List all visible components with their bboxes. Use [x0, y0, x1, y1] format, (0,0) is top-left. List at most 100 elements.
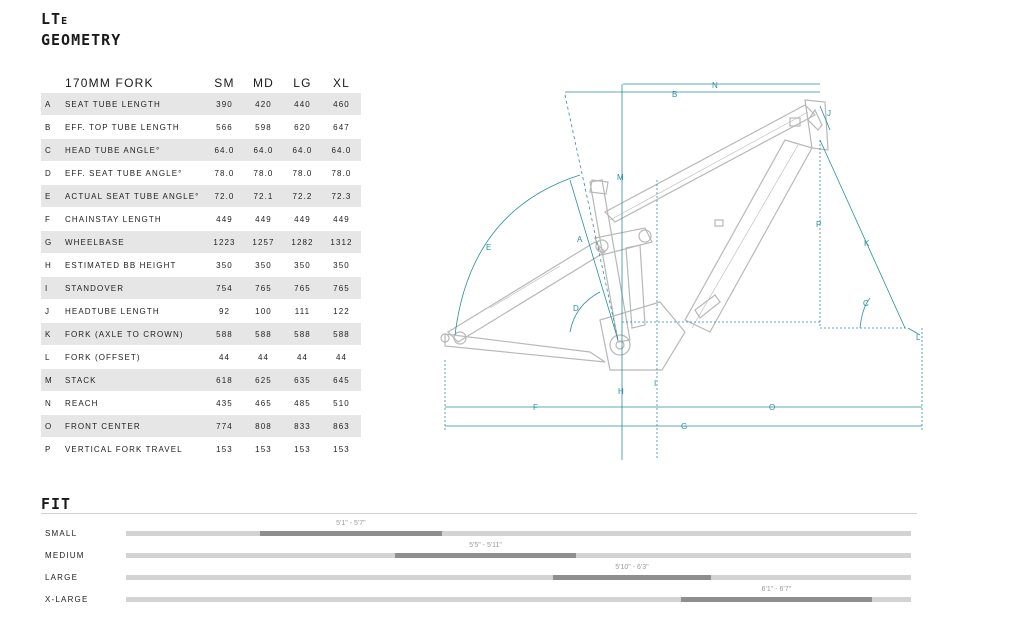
fit-range-label: 5'5" - 5'11" [469, 542, 502, 549]
fit-size-label: MEDIUM [45, 551, 85, 560]
page-title: LTE GEOMETRY [41, 10, 121, 50]
dimension-value: 44 [205, 345, 244, 369]
dimension-code: O [41, 414, 65, 438]
dimension-value: 1312 [322, 230, 361, 254]
dimension-label-f: F [533, 403, 538, 412]
dimension-value: 92 [205, 299, 244, 323]
dimension-label-a: A [577, 235, 583, 244]
dimension-label: FRONT CENTER [65, 414, 205, 438]
dimension-label: SEAT TUBE LENGTH [65, 93, 205, 116]
dimension-value: 510 [322, 391, 361, 415]
dimension-value: 449 [205, 207, 244, 231]
dimension-value: 72.0 [205, 184, 244, 208]
dimension-value: 64.0 [283, 138, 322, 162]
dimension-label: WHEELBASE [65, 230, 205, 254]
size-header: MD [252, 76, 275, 90]
dimension-value: 72.1 [244, 184, 283, 208]
fit-range-bar: 5'1" - 5'7" [260, 520, 442, 536]
fit-divider [41, 513, 917, 514]
dimension-label: CHAINSTAY LENGTH [65, 207, 205, 231]
dimension-label-d: D [573, 304, 579, 313]
size-header: SM [214, 76, 235, 90]
dimension-value: 72.3 [322, 184, 361, 208]
dimension-value: 449 [322, 207, 361, 231]
dimension-value: 449 [244, 207, 283, 231]
dimension-label-l: L [916, 333, 921, 342]
bike-frame-drawing [440, 99, 829, 371]
dimension-value: 44 [283, 345, 322, 369]
bike-geometry-diagram: A B C D E F G H I J K L M N O P [440, 81, 923, 460]
dimension-code: J [41, 299, 65, 323]
dimension-label-o: O [769, 403, 775, 412]
dimension-value: 620 [283, 115, 322, 139]
dimension-value: 64.0 [205, 138, 244, 162]
dimension-code: E [41, 184, 65, 208]
dimension-lines [444, 83, 923, 460]
fit-range-label: 5'1" - 5'7" [336, 520, 366, 527]
fit-track: 5'10" - 6'3" [126, 564, 911, 580]
dimension-code: N [41, 391, 65, 415]
dimension-code: B [41, 115, 65, 139]
dimension-label: STACK [65, 368, 205, 392]
dimension-label: HEAD TUBE ANGLE° [65, 138, 205, 162]
dimension-value: 588 [283, 322, 322, 346]
dimension-value: 765 [283, 276, 322, 300]
dimension-label-m: M [617, 173, 624, 182]
dimension-value: 350 [322, 253, 361, 277]
dimension-code: P [41, 437, 65, 461]
dimension-value: 78.0 [322, 161, 361, 185]
dimension-value: 153 [283, 437, 322, 461]
dimension-label: FORK (OFFSET) [65, 345, 205, 369]
dimension-value: 78.0 [244, 161, 283, 185]
dimension-label: EFF. TOP TUBE LENGTH [65, 115, 205, 139]
dimension-label-b: B [672, 90, 677, 99]
dimension-label: ESTIMATED BB HEIGHT [65, 253, 205, 277]
dimension-value: 350 [283, 253, 322, 277]
title-model: LT [41, 10, 62, 28]
dimension-label-e: E [486, 243, 491, 252]
fit-size-label: LARGE [45, 573, 79, 582]
dimension-value: 440 [283, 93, 322, 116]
dimension-value: 460 [322, 93, 361, 116]
dimension-value: 635 [283, 368, 322, 392]
dimension-code: G [41, 230, 65, 254]
dimension-code: H [41, 253, 65, 277]
dimension-value: 153 [244, 437, 283, 461]
dimension-label-n: N [712, 81, 718, 90]
dimension-value: 111 [283, 299, 322, 323]
dimension-code: I [41, 276, 65, 300]
dimension-label-p: P [816, 220, 821, 229]
dimension-value: 566 [205, 115, 244, 139]
fit-range-bar: 5'5" - 5'11" [395, 542, 576, 558]
dimension-value: 1257 [244, 230, 283, 254]
fit-title: FIT [41, 495, 72, 513]
dimension-label-i: I [654, 379, 656, 388]
fit-track: 6'1" - 6'7" [126, 586, 911, 602]
dimension-value: 765 [322, 276, 361, 300]
dimension-value: 618 [205, 368, 244, 392]
dimension-value: 588 [244, 322, 283, 346]
dimension-value: 44 [244, 345, 283, 369]
dimension-value: 390 [205, 93, 244, 116]
dimension-value: 625 [244, 368, 283, 392]
dimension-label-k: K [864, 239, 870, 248]
fit-size-label: X-LARGE [45, 595, 89, 604]
dimension-label: VERTICAL FORK TRAVEL [65, 437, 205, 461]
dimension-value: 833 [283, 414, 322, 438]
fit-range-label: 5'10" - 6'3" [615, 564, 649, 571]
dimension-value: 1282 [283, 230, 322, 254]
fit-track: 5'5" - 5'11" [126, 542, 911, 558]
dimension-code: M [41, 368, 65, 392]
dimension-label: REACH [65, 391, 205, 415]
dimension-value: 754 [205, 276, 244, 300]
dimension-value: 44 [322, 345, 361, 369]
